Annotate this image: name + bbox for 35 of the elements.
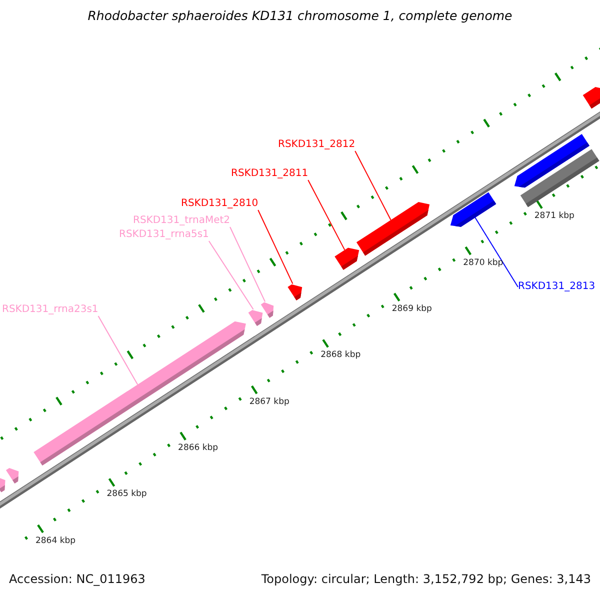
gene-label: RSKD131_2812 [278,139,356,151]
gene-feature [34,321,246,466]
scale-label: 2867 kbp [249,396,290,408]
gene-label: RSKD131_2813 [518,281,596,293]
gene-label: RSKD131_rrna23s1 [2,304,98,316]
gene-label: RSKD131_2811 [231,168,308,180]
gene-feature [260,302,274,318]
gene-label: RSKD131_trnaMet2 [133,215,230,227]
scale-label: 2870 kbp [463,256,504,269]
gene-label: RSKD131_rrna5s1 [119,229,209,241]
leader-line [308,180,346,250]
leader-line [208,240,254,310]
gene-feature [288,284,302,300]
leader-line [354,150,392,220]
leader-line [474,217,518,288]
gene-label: RSKD131_2810 [181,198,258,210]
accession-text: Accession: NC_011963 [9,573,146,585]
leader-line [230,226,266,302]
gene-feature [248,310,263,326]
scale-label: 2871 kbp [534,210,574,222]
title: Rhodobacter sphaeroides KD131 chromosome 1, complete genome [86,10,514,22]
scale-label: 2869 kbp [392,303,432,316]
gene-feature [450,192,496,227]
gene-feature [356,202,430,256]
scale-label: 2865 kbp [106,488,147,500]
gene-feature [582,86,600,109]
scale-label: 2868 kbp [320,349,361,362]
leader-line [98,316,138,386]
leader-line [258,210,294,284]
scale-label: 2864 kbp [35,534,76,547]
gene-bar [520,149,600,208]
gene-feature [334,248,360,270]
scale-label: 2866 kbp [178,442,218,454]
genome-summary: Topology: circular; Length: 3,152,792 bp; Genes: 3,143 [261,573,591,585]
gene-feature [0,476,6,492]
